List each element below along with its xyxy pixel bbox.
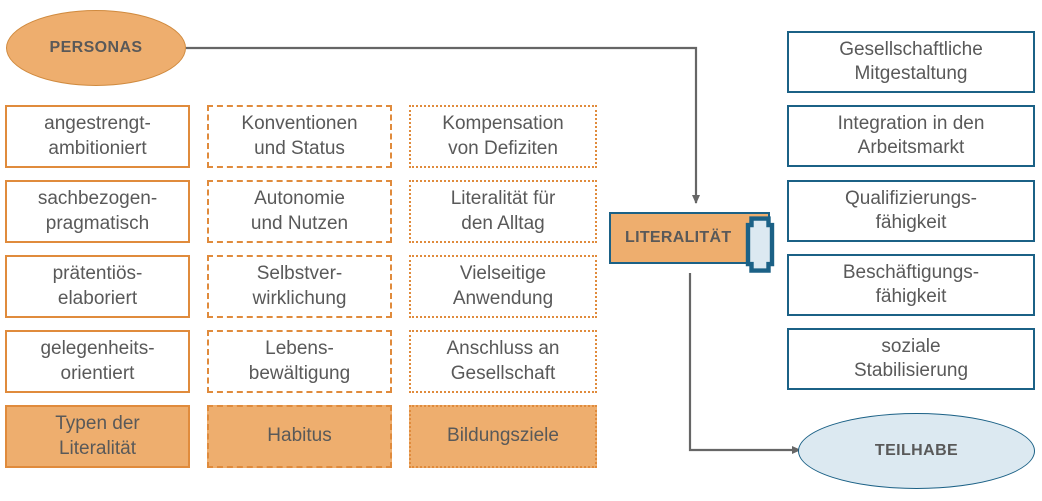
node-bildungsziel-literalitaet-fuer-den-alltag[interactable]: Literalität für den Alltag	[409, 180, 597, 243]
node-bildungsziel-anschluss-an-gesellschaft[interactable]: Anschluss an Gesellschaft	[409, 330, 597, 393]
node-teilhabe[interactable]: TEILHABE	[798, 413, 1035, 489]
node-typ-angestrengt-ambitioniert[interactable]: angestrengt- ambitioniert	[5, 105, 190, 168]
node-outcome-gesellschaftliche-mitgestaltung[interactable]: Gesellschaftliche Mitgestaltung	[787, 31, 1035, 93]
node-personas[interactable]: PERSONAS	[6, 10, 186, 86]
node-typ-sachbezogen-pragmatisch[interactable]: sachbezogen- pragmatisch	[5, 180, 190, 243]
node-literalitaet[interactable]: LITERALITÄT	[609, 212, 775, 274]
node-habitus-autonomie-und-nutzen[interactable]: Autonomie und Nutzen	[207, 180, 392, 243]
i-beam-icon	[745, 196, 775, 281]
node-bildungsziel-kompensation-von-defiziten[interactable]: Kompensation von Defiziten	[409, 105, 597, 168]
node-literalitaet-label: LITERALITÄT	[625, 228, 732, 246]
node-typ-gelegenheits-orientiert[interactable]: gelegenheits- orientiert	[5, 330, 190, 393]
node-outcome-integration-in-den-arbeitsmarkt[interactable]: Integration in den Arbeitsmarkt	[787, 105, 1035, 167]
node-habitus-lebensbewaeltigung[interactable]: Lebens- bewältigung	[207, 330, 392, 393]
node-outcome-soziale-stabilisierung[interactable]: soziale Stabilisierung	[787, 328, 1035, 390]
node-outcome-qualifizierungsfaehigkeit[interactable]: Qualifizierungs- fähigkeit	[787, 180, 1035, 242]
node-bildungsziel-vielseitige-anwendung[interactable]: Vielseitige Anwendung	[409, 255, 597, 318]
node-outcome-beschaeftigungsfaehigkeit[interactable]: Beschäftigungs- fähigkeit	[787, 254, 1035, 316]
node-column-footer-bildungsziele[interactable]: Bildungsziele	[409, 405, 597, 468]
connector-literalitaet-to-teilhabe	[688, 273, 801, 454]
node-habitus-konventionen-und-status[interactable]: Konventionen und Status	[207, 105, 392, 168]
node-column-footer-typen-der-literalitaet[interactable]: Typen der Literalität	[5, 405, 190, 468]
node-typ-praetentioes-elaboriert[interactable]: prätentiös- elaboriert	[5, 255, 190, 318]
node-habitus-selbstverwirklichung[interactable]: Selbstver- wirklichung	[207, 255, 392, 318]
node-column-footer-habitus[interactable]: Habitus	[207, 405, 392, 468]
